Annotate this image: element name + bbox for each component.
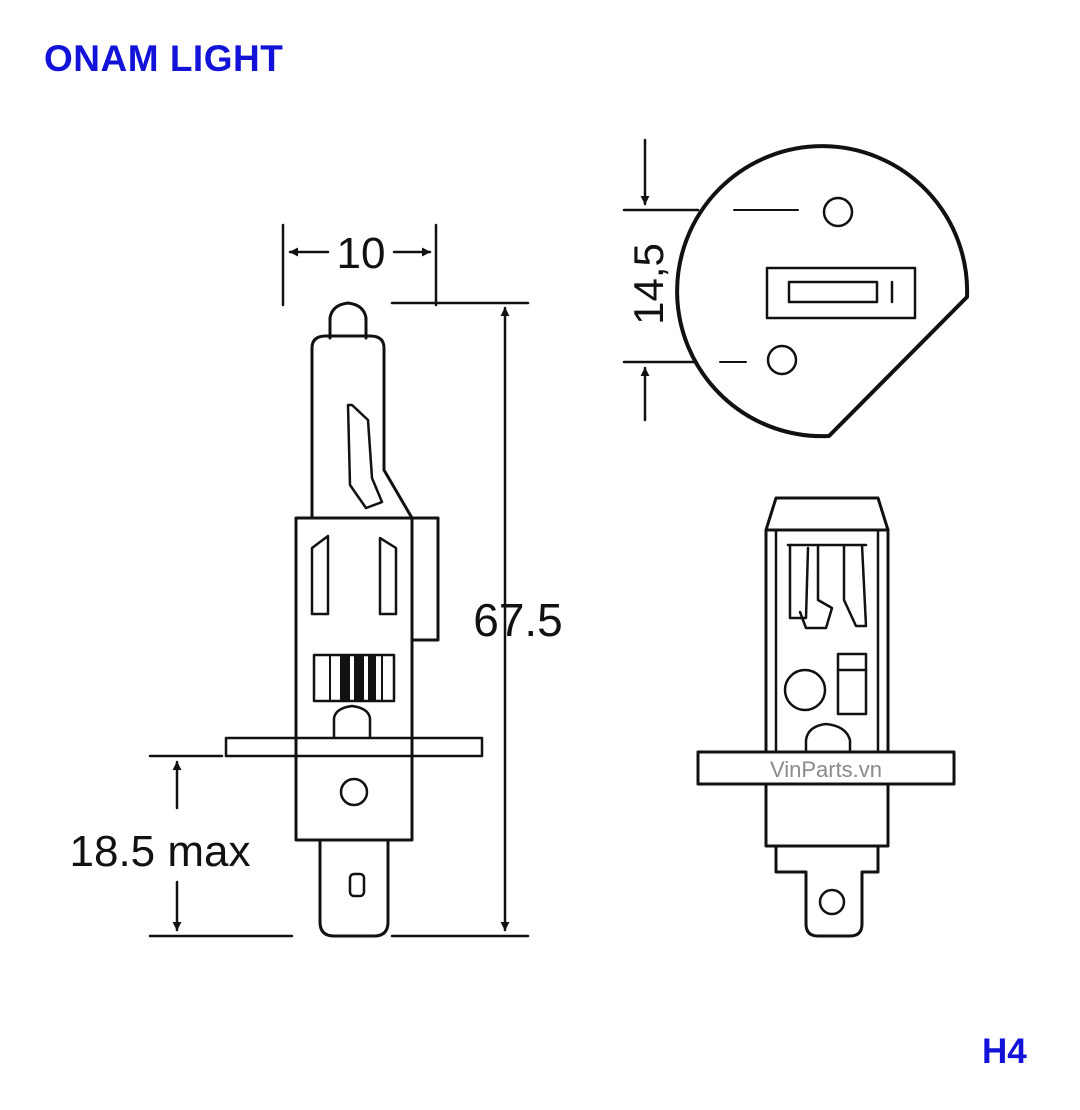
terminal-arch xyxy=(332,704,372,740)
front-body xyxy=(764,528,890,754)
face-pin-bottom xyxy=(766,344,798,376)
front-top-cap xyxy=(764,496,890,532)
face-pin-top xyxy=(822,196,854,228)
front-arch xyxy=(804,722,852,754)
front-hole xyxy=(783,668,827,712)
bulb-body xyxy=(294,516,414,842)
filament-supports xyxy=(786,543,868,630)
face-contact xyxy=(765,266,917,320)
pin-spacing-dimension xyxy=(622,138,799,422)
pin-spacing-label: 14,5 xyxy=(625,243,672,325)
face-outline xyxy=(675,144,970,439)
slot-right xyxy=(378,536,398,616)
model-code: H4 xyxy=(982,1032,1027,1071)
brand-title: ONAM LIGHT xyxy=(44,38,284,79)
connector-pin xyxy=(318,838,390,938)
base-height-label: 18.5 max xyxy=(70,827,251,876)
connector-slot xyxy=(348,872,366,898)
front-lower-body xyxy=(764,782,890,848)
base-face-view xyxy=(675,144,970,439)
front-connector xyxy=(774,844,880,938)
slot-left xyxy=(310,534,330,616)
glass-tip xyxy=(328,301,368,340)
filament-shield xyxy=(346,403,384,510)
bulb-side-view xyxy=(224,301,484,938)
side-tab xyxy=(410,516,440,642)
terminal-window xyxy=(312,653,396,703)
body-hole xyxy=(339,777,369,807)
base-height-dimension xyxy=(148,754,294,938)
front-connector-hole xyxy=(818,888,846,916)
bulb-front-view xyxy=(696,496,956,938)
glass-envelope xyxy=(310,334,414,520)
front-flange xyxy=(696,750,956,786)
mounting-flange xyxy=(224,736,484,758)
length-dimension xyxy=(390,301,530,938)
length-label: 67.5 xyxy=(473,594,563,646)
front-contact xyxy=(836,652,868,716)
width-label: 10 xyxy=(337,229,386,278)
width-dimension xyxy=(281,223,438,307)
watermark: VinParts.vn xyxy=(770,757,882,782)
